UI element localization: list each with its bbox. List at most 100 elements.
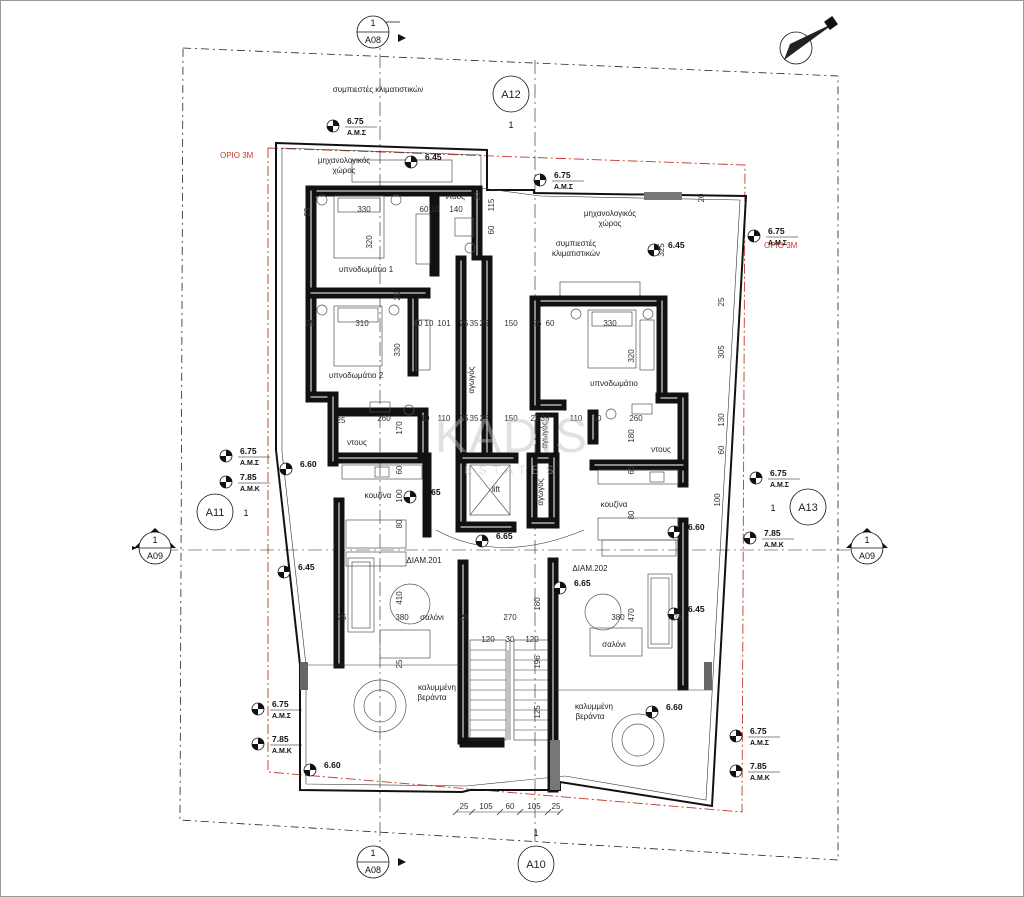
label-mech-room-right-2: χώρος (598, 219, 621, 228)
dimension-label: 25 (717, 297, 726, 306)
level-value: 6.75 (770, 468, 787, 478)
section-marker-a10[interactable]: 1 A10 (517, 828, 555, 883)
section-marker-a12[interactable]: A12 1 (492, 75, 530, 130)
level-datum: Α.Μ.Κ (750, 775, 770, 782)
level-marker-l645-right: 6.45 (647, 240, 685, 257)
dimension-label: 320 (365, 235, 374, 249)
dimension-label: 60 (717, 445, 726, 454)
section-marker-a09-right[interactable]: 1 A09 (846, 528, 888, 565)
dimension-label: 325 (657, 243, 666, 257)
label-lift: lift (492, 485, 501, 494)
section-number: 1 (370, 18, 375, 28)
section-number: 1 (770, 503, 775, 513)
section-number: 1 (370, 848, 375, 858)
level-symbol-icon (729, 764, 743, 778)
dimension-label: 101 (437, 319, 451, 328)
section-ref: A08 (365, 865, 381, 875)
dimension-label: 25 (460, 414, 469, 423)
dimension-label: 80 (627, 510, 636, 519)
level-symbol-icon (219, 449, 233, 463)
level-value: 7.85 (750, 761, 767, 771)
level-symbol-icon (404, 155, 418, 169)
level-symbol-icon (533, 173, 547, 187)
label-veranda-right: καλυμμένη (575, 702, 613, 711)
level-marker-l645-left: 6.45 (277, 562, 315, 579)
level-symbol-icon (647, 243, 661, 257)
dimension-label: 10 (593, 414, 602, 423)
label-shower-2: ντους (347, 438, 367, 447)
level-marker-l675-bl: 6.75Α.Μ.Σ (251, 699, 302, 720)
dimension-label: 25 (531, 414, 540, 423)
section-number: 1 (533, 828, 538, 838)
setback-line (267, 147, 746, 813)
section-ref: A12 (501, 89, 521, 101)
level-marker-l675-right2: 6.75Α.Μ.Σ (749, 468, 800, 489)
level-datum: Α.Μ.Σ (554, 184, 573, 191)
level-value: 6.45 (688, 604, 705, 614)
dimension-label: 25 (674, 613, 683, 622)
level-symbol-icon (251, 737, 265, 751)
level-marker-l665-apt202: 6.65 (553, 578, 591, 595)
section-marker-a08-top[interactable]: 1 A08 (356, 15, 406, 49)
dimension-label: 305 (717, 345, 726, 359)
section-number: 1 (864, 535, 869, 545)
label-apartment-201: ΔΙΑΜ.201 (406, 556, 442, 565)
dimension-label: 20 (697, 193, 706, 202)
level-marker-l665-kitchen: 6.65 (403, 487, 441, 504)
label-duct-1: αγωγός (467, 366, 476, 393)
dimension-label: 125 (533, 705, 542, 719)
level-marker-l675-mid: 6.75Α.Μ.Σ (533, 170, 584, 191)
setback-label-right: ΟΡΙΟ 3Μ (764, 241, 798, 250)
level-marker-l785-br: 7.85Α.Μ.Κ (729, 761, 780, 782)
level-symbol-icon (303, 763, 317, 777)
level-marker-l785-left: 7.85Α.Μ.Κ (219, 472, 270, 493)
section-ref: A13 (798, 502, 818, 514)
dimension-label: 330 (393, 343, 402, 357)
level-value: 6.60 (300, 459, 317, 469)
dimension-label: 60 (487, 225, 496, 234)
dimension-label: 35 (470, 319, 479, 328)
dimension-label: 115 (487, 198, 496, 211)
dimension-label: 330 (603, 319, 617, 328)
plot-boundary (179, 47, 839, 861)
section-number: 1 (243, 508, 248, 518)
label-mech-room: μηχανολογικός (318, 156, 370, 165)
label-living-left: σαλόνι (420, 613, 444, 622)
level-value: 6.65 (424, 487, 441, 497)
level-symbol-icon (667, 607, 681, 621)
section-marker-a13[interactable]: A13 1 (770, 488, 827, 526)
level-value: 6.60 (324, 760, 341, 770)
section-marker-a08-bottom[interactable]: 1 A08 (356, 845, 406, 879)
watermark-subtitle: ESTATES (465, 463, 560, 477)
level-marker-l675-left: 6.75Α.Μ.Σ (219, 446, 270, 467)
section-marker-a09-left[interactable]: 1 A09 (132, 528, 176, 565)
level-value: 6.65 (574, 578, 591, 588)
dimension-label: 25 (480, 319, 489, 328)
dimension-label: 10 (431, 205, 440, 214)
label-shower-1: ντους (445, 192, 465, 201)
dimension-label: 60 (420, 205, 429, 214)
dimension-label: 100 (395, 489, 404, 503)
dimension-label: 110 (570, 414, 583, 423)
north-arrow-icon (779, 16, 838, 65)
dimension-label: 150 (504, 414, 518, 423)
level-value: 6.75 (347, 116, 364, 126)
dimension-label: 380 (395, 613, 409, 622)
level-value: 6.65 (496, 531, 513, 541)
dimension-label: 25 (480, 414, 489, 423)
label-duct-2: αγωγός (540, 421, 549, 448)
dimension-label: 120 (481, 635, 495, 644)
dimension-label: 260 (629, 414, 643, 423)
label-bedroom-1: υπνοδωμάτιο 1 (339, 265, 394, 274)
section-marker-a11[interactable]: A11 1 (196, 493, 249, 531)
dimension-label: 120 (525, 635, 539, 644)
level-datum: Α.Μ.Σ (770, 482, 789, 489)
setback-label-left: ΟΡΙΟ 3Μ (220, 151, 254, 160)
label-compressors-right: συμπιεστές (556, 239, 596, 248)
level-value: 7.85 (240, 472, 257, 482)
level-value: 6.45 (668, 240, 685, 250)
dimension-label: 105 (527, 802, 541, 811)
level-datum: Α.Μ.Σ (240, 460, 259, 467)
label-duct-3: αγωγός (536, 478, 545, 505)
